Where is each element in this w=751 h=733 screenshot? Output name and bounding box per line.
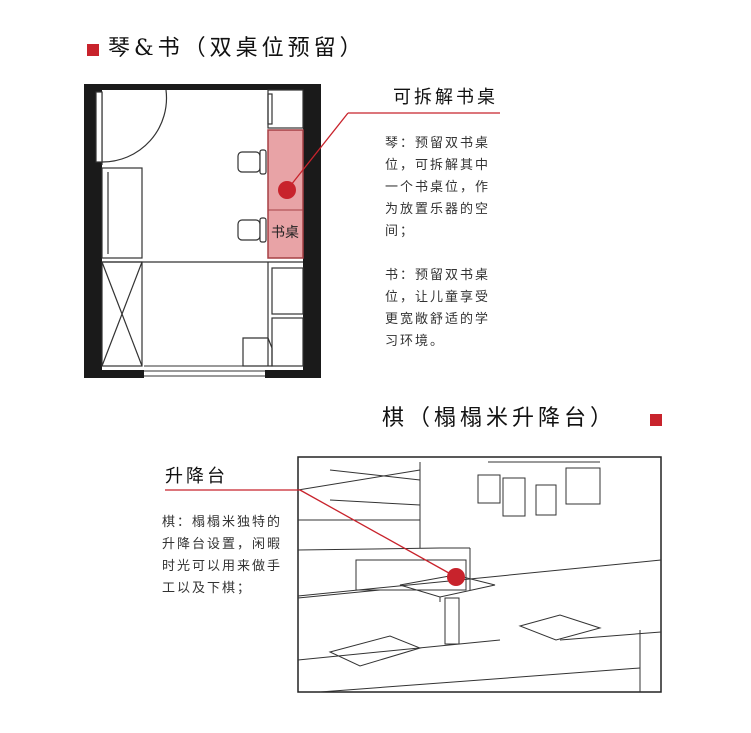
callout1-label: 可拆解书桌: [393, 87, 498, 108]
callout2-leader: [165, 489, 457, 578]
section1-notes: 琴：预留双书桌位，可拆解其中一个书桌位，作为放置乐器的空间； 书：预留双书桌位，…: [385, 133, 503, 375]
section2-marker-icon: [650, 414, 662, 426]
callout2-label: 升降台: [165, 466, 228, 487]
note-qin: 琴：预留双书桌位，可拆解其中一个书桌位，作为放置乐器的空间；: [385, 136, 491, 239]
desk-chair-1: [237, 149, 267, 175]
callout1-dot: [278, 181, 296, 199]
left-wardrobe: [101, 167, 143, 367]
desk-chair-2: [237, 217, 267, 243]
callout1-leader: [286, 112, 500, 191]
note-qi: 棋：榻榻米独特的升降台设置，闲暇时光可以用来做手工以及下棋；: [162, 515, 283, 596]
section1-title: 琴&书（双桌位预留）: [108, 36, 366, 61]
door-swing: [95, 89, 168, 165]
bottom-right-cabinet: [242, 262, 304, 367]
section1-marker-icon: [87, 44, 99, 56]
desk-label: 书桌: [271, 225, 299, 241]
section2-title: 棋（榻榻米升降台）: [382, 406, 617, 431]
sketch-frame: [297, 456, 662, 693]
top-right-shelf: [267, 89, 304, 129]
callout2-dot: [447, 568, 465, 586]
section2-notes: 棋：榻榻米独特的升降台设置，闲暇时光可以用来做手工以及下棋；: [162, 512, 282, 622]
note-shu: 书：预留双书桌位，让儿童享受更宽敞舒适的学习环境。: [385, 268, 491, 349]
